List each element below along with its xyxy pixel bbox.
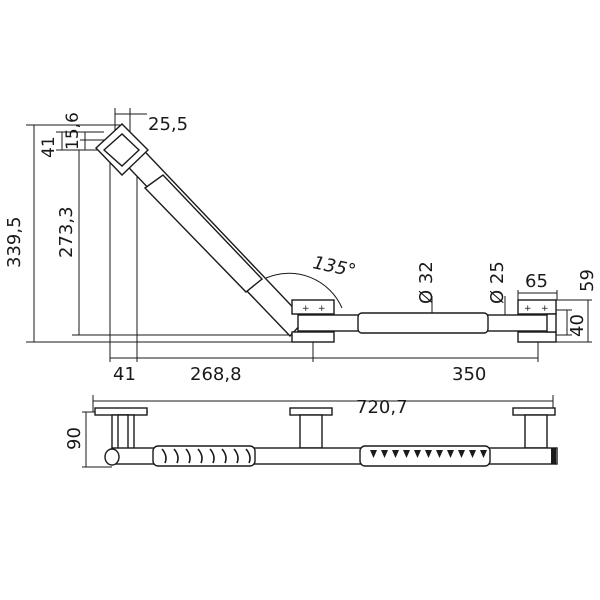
right-wall-flange: [512, 407, 556, 416]
dim-label-dia-25: Ø 25: [487, 261, 508, 304]
dim-label-350: 350: [452, 364, 486, 385]
grip-ridge: [173, 448, 179, 464]
middle-post: [299, 414, 323, 449]
screw-mark: +: [524, 304, 532, 314]
angle-arc: [265, 272, 343, 309]
grip-tooth: [414, 450, 421, 458]
screw-mark: +: [541, 304, 549, 314]
dim-label-59: 59: [577, 269, 598, 292]
grip-ridge: [221, 448, 227, 464]
grip-ridge: [209, 448, 215, 464]
grip-texture-right: [370, 450, 487, 458]
grip-ridge: [233, 448, 239, 464]
grip-ridge: [245, 448, 251, 464]
grip-texture-left: [161, 448, 251, 464]
middle-flange-bottom: [291, 331, 335, 343]
dim-label-25-5: 25,5: [148, 114, 188, 135]
dim-label-65: 65: [525, 271, 548, 292]
dim-label-273-3: 273,3: [56, 206, 77, 258]
top-view: + + + + 25,5 15,6 41 339,5 273,3 135° Ø …: [4, 108, 598, 385]
dim-label-41-left: 41: [39, 136, 59, 158]
side-view: 720,7 90: [64, 395, 558, 468]
diagonal-grip: [143, 174, 264, 293]
middle-wall-flange: [289, 407, 333, 416]
right-flange-top: [517, 299, 557, 315]
dim-label-90: 90: [64, 427, 85, 450]
grip-tooth: [469, 450, 476, 458]
dim-label-268-8: 268,8: [190, 364, 242, 385]
side-grip-left: [152, 445, 256, 467]
right-flange-bottom: [517, 331, 557, 343]
grip-tooth: [381, 450, 388, 458]
grip-tooth: [447, 450, 454, 458]
screw-mark: +: [318, 304, 326, 314]
screw-mark: +: [302, 304, 310, 314]
grip-ridge: [185, 448, 191, 464]
grip-tooth: [458, 450, 465, 458]
middle-flange-top: [291, 299, 335, 315]
grip-tooth: [370, 450, 377, 458]
right-post: [524, 414, 548, 449]
side-grip-right: [359, 445, 491, 467]
grip-tooth: [403, 450, 410, 458]
grip-tooth: [425, 450, 432, 458]
grip-ridge: [197, 448, 203, 464]
dim-label-angle: 135°: [311, 252, 358, 282]
side-bar-left-end: [104, 448, 120, 466]
dim-label-15-6: 15,6: [63, 112, 83, 150]
dim-label-339-5: 339,5: [4, 216, 25, 268]
grip-ridge: [161, 448, 167, 464]
dim-label-720-7: 720,7: [356, 397, 408, 418]
grip-tooth: [480, 450, 487, 458]
dim-label-41-bottom: 41: [113, 364, 136, 385]
dim-label-40: 40: [567, 314, 588, 337]
left-wall-flange: [94, 407, 148, 416]
horizontal-grip: [357, 312, 489, 334]
grip-tooth: [436, 450, 443, 458]
right-end-cap: [546, 313, 557, 333]
side-bar-right-cap: [551, 448, 556, 464]
dim-label-dia-32: Ø 32: [416, 261, 437, 304]
top-flange-inner: [102, 133, 141, 167]
grip-tooth: [392, 450, 399, 458]
